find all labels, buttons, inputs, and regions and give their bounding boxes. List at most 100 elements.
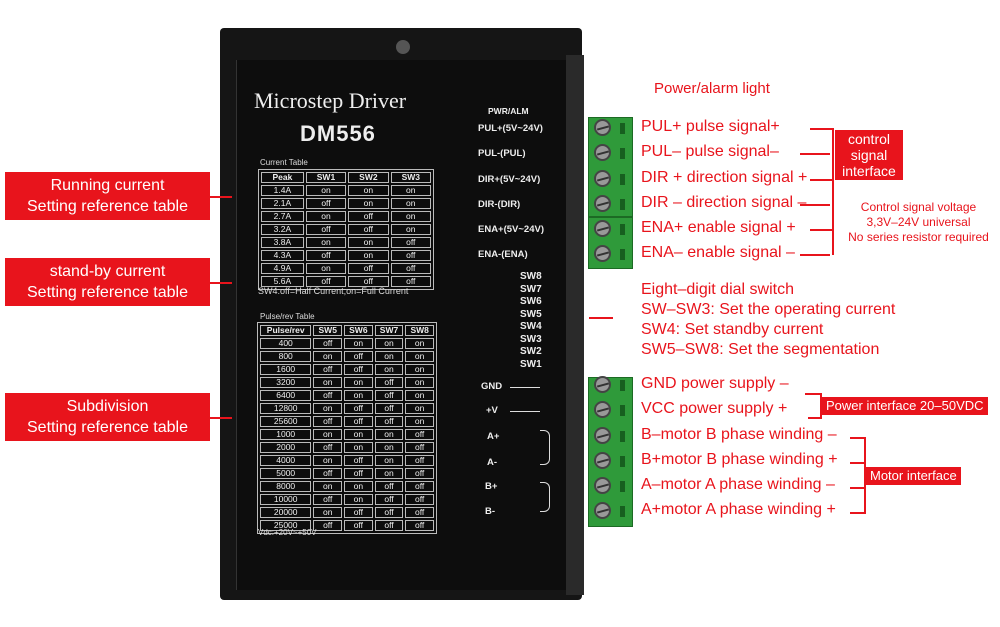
signal-description: ENA+ enable signal + bbox=[641, 219, 796, 236]
signal-pin-label: PUL+(5V~24V) bbox=[478, 123, 543, 134]
motor-description: B–motor B phase winding – bbox=[641, 426, 837, 443]
header-cell: SW1 bbox=[305, 172, 347, 183]
table-cell: on bbox=[348, 185, 389, 196]
callout-line-2: Setting reference table bbox=[27, 419, 188, 436]
control-note-line: No series resistor required bbox=[848, 230, 989, 244]
terminal-screw-icon bbox=[594, 245, 611, 262]
switch-label: SW7 bbox=[520, 283, 542, 295]
table-cell: off bbox=[313, 468, 343, 479]
header-cell: SW6 bbox=[344, 325, 373, 336]
table-cell: 25000 bbox=[260, 520, 312, 531]
arrow-right-icon bbox=[589, 317, 613, 319]
bracket-tick bbox=[810, 229, 834, 231]
table-cell: 400 bbox=[260, 338, 312, 349]
table-cell: on bbox=[344, 338, 373, 349]
motor-interface-badge: Motor interface bbox=[866, 467, 961, 485]
bracket-line bbox=[832, 128, 834, 255]
table-cell: on bbox=[405, 416, 434, 427]
motor-description: A+motor A phase winding + bbox=[641, 501, 836, 518]
callout-connector bbox=[210, 417, 232, 419]
badge-line: interface bbox=[842, 163, 896, 179]
terminal-slot bbox=[620, 380, 625, 391]
signal-pin-label: DIR+(5V~24V) bbox=[478, 174, 541, 185]
table-cell: 2.1A bbox=[261, 198, 304, 209]
capacitor-symbol-icon bbox=[510, 411, 540, 412]
switch-label: SW4 bbox=[520, 321, 542, 332]
table-cell: off bbox=[405, 507, 434, 518]
table-cell: off bbox=[344, 507, 373, 518]
pwr-alm-label: PWR/ALM bbox=[488, 106, 529, 116]
dial-switch-description: SW4: Set standby current bbox=[641, 321, 824, 338]
callout-connector bbox=[210, 282, 232, 284]
table-cell: off bbox=[405, 494, 434, 505]
motor-pin-label: B- bbox=[485, 506, 496, 517]
table-cell: 1000 bbox=[260, 429, 312, 440]
table-cell: 5.6A bbox=[261, 276, 304, 287]
table-cell: off bbox=[374, 494, 404, 505]
badge-line: control bbox=[847, 131, 891, 147]
table-cell: on bbox=[374, 364, 404, 375]
pulse-table-caption: Pulse/rev Table bbox=[260, 312, 315, 321]
terminal-slot bbox=[620, 405, 625, 416]
callout-line-1: Running current bbox=[50, 177, 165, 194]
table-cell: on bbox=[313, 403, 343, 414]
table-cell: on bbox=[305, 237, 347, 248]
table-cell: 3.8A bbox=[261, 237, 304, 248]
table-cell: on bbox=[305, 211, 347, 222]
table-cell: off bbox=[344, 351, 373, 362]
table-cell: on bbox=[344, 429, 373, 440]
table-cell: off bbox=[348, 224, 389, 235]
badge-line: signal bbox=[850, 147, 888, 163]
coil-symbol-icon bbox=[540, 430, 550, 465]
terminal-slot bbox=[620, 199, 625, 210]
terminal-screw-icon bbox=[594, 220, 611, 237]
signal-description: PUL+ pulse signal+ bbox=[641, 118, 780, 135]
table-cell: 4000 bbox=[260, 455, 312, 466]
motor-description: A–motor A phase winding – bbox=[641, 476, 835, 493]
table-cell: off bbox=[344, 520, 373, 531]
power-description: VCC power supply + bbox=[641, 400, 788, 417]
table-cell: on bbox=[313, 377, 343, 388]
table-cell: off bbox=[405, 455, 434, 466]
switch-label: SW1 bbox=[520, 358, 542, 370]
table-cell: on bbox=[405, 351, 434, 362]
terminal-screw-icon bbox=[594, 401, 611, 418]
dial-switch-description: SW5–SW8: Set the segmentation bbox=[641, 341, 880, 358]
signal-pin-label: ENA+(5V~24V) bbox=[478, 224, 545, 235]
power-interface-badge: Power interface 20–50VDC bbox=[822, 397, 988, 415]
header-cell: SW2 bbox=[348, 172, 389, 183]
table-cell: on bbox=[390, 224, 431, 235]
table-cell: on bbox=[390, 198, 431, 209]
table-cell: on bbox=[344, 442, 373, 453]
table-cell: on bbox=[405, 403, 434, 414]
terminal-slot bbox=[620, 249, 625, 260]
table-cell: off bbox=[374, 377, 404, 388]
bracket-tick bbox=[810, 128, 834, 130]
bracket-tick bbox=[850, 462, 866, 464]
table-cell: off bbox=[390, 250, 431, 261]
power-description: GND power supply – bbox=[641, 375, 789, 392]
table-cell: on bbox=[344, 494, 373, 505]
motor-description: B+motor B phase winding + bbox=[641, 451, 838, 468]
callout-line-1: stand-by current bbox=[49, 263, 166, 280]
table-cell: off bbox=[344, 455, 373, 466]
vdc-label: Vdc:+20V~+50V bbox=[258, 528, 317, 537]
dial-switch-description: Eight–digit dial switch bbox=[641, 281, 794, 298]
table-cell: off bbox=[348, 263, 389, 274]
table-cell: off bbox=[374, 416, 404, 427]
